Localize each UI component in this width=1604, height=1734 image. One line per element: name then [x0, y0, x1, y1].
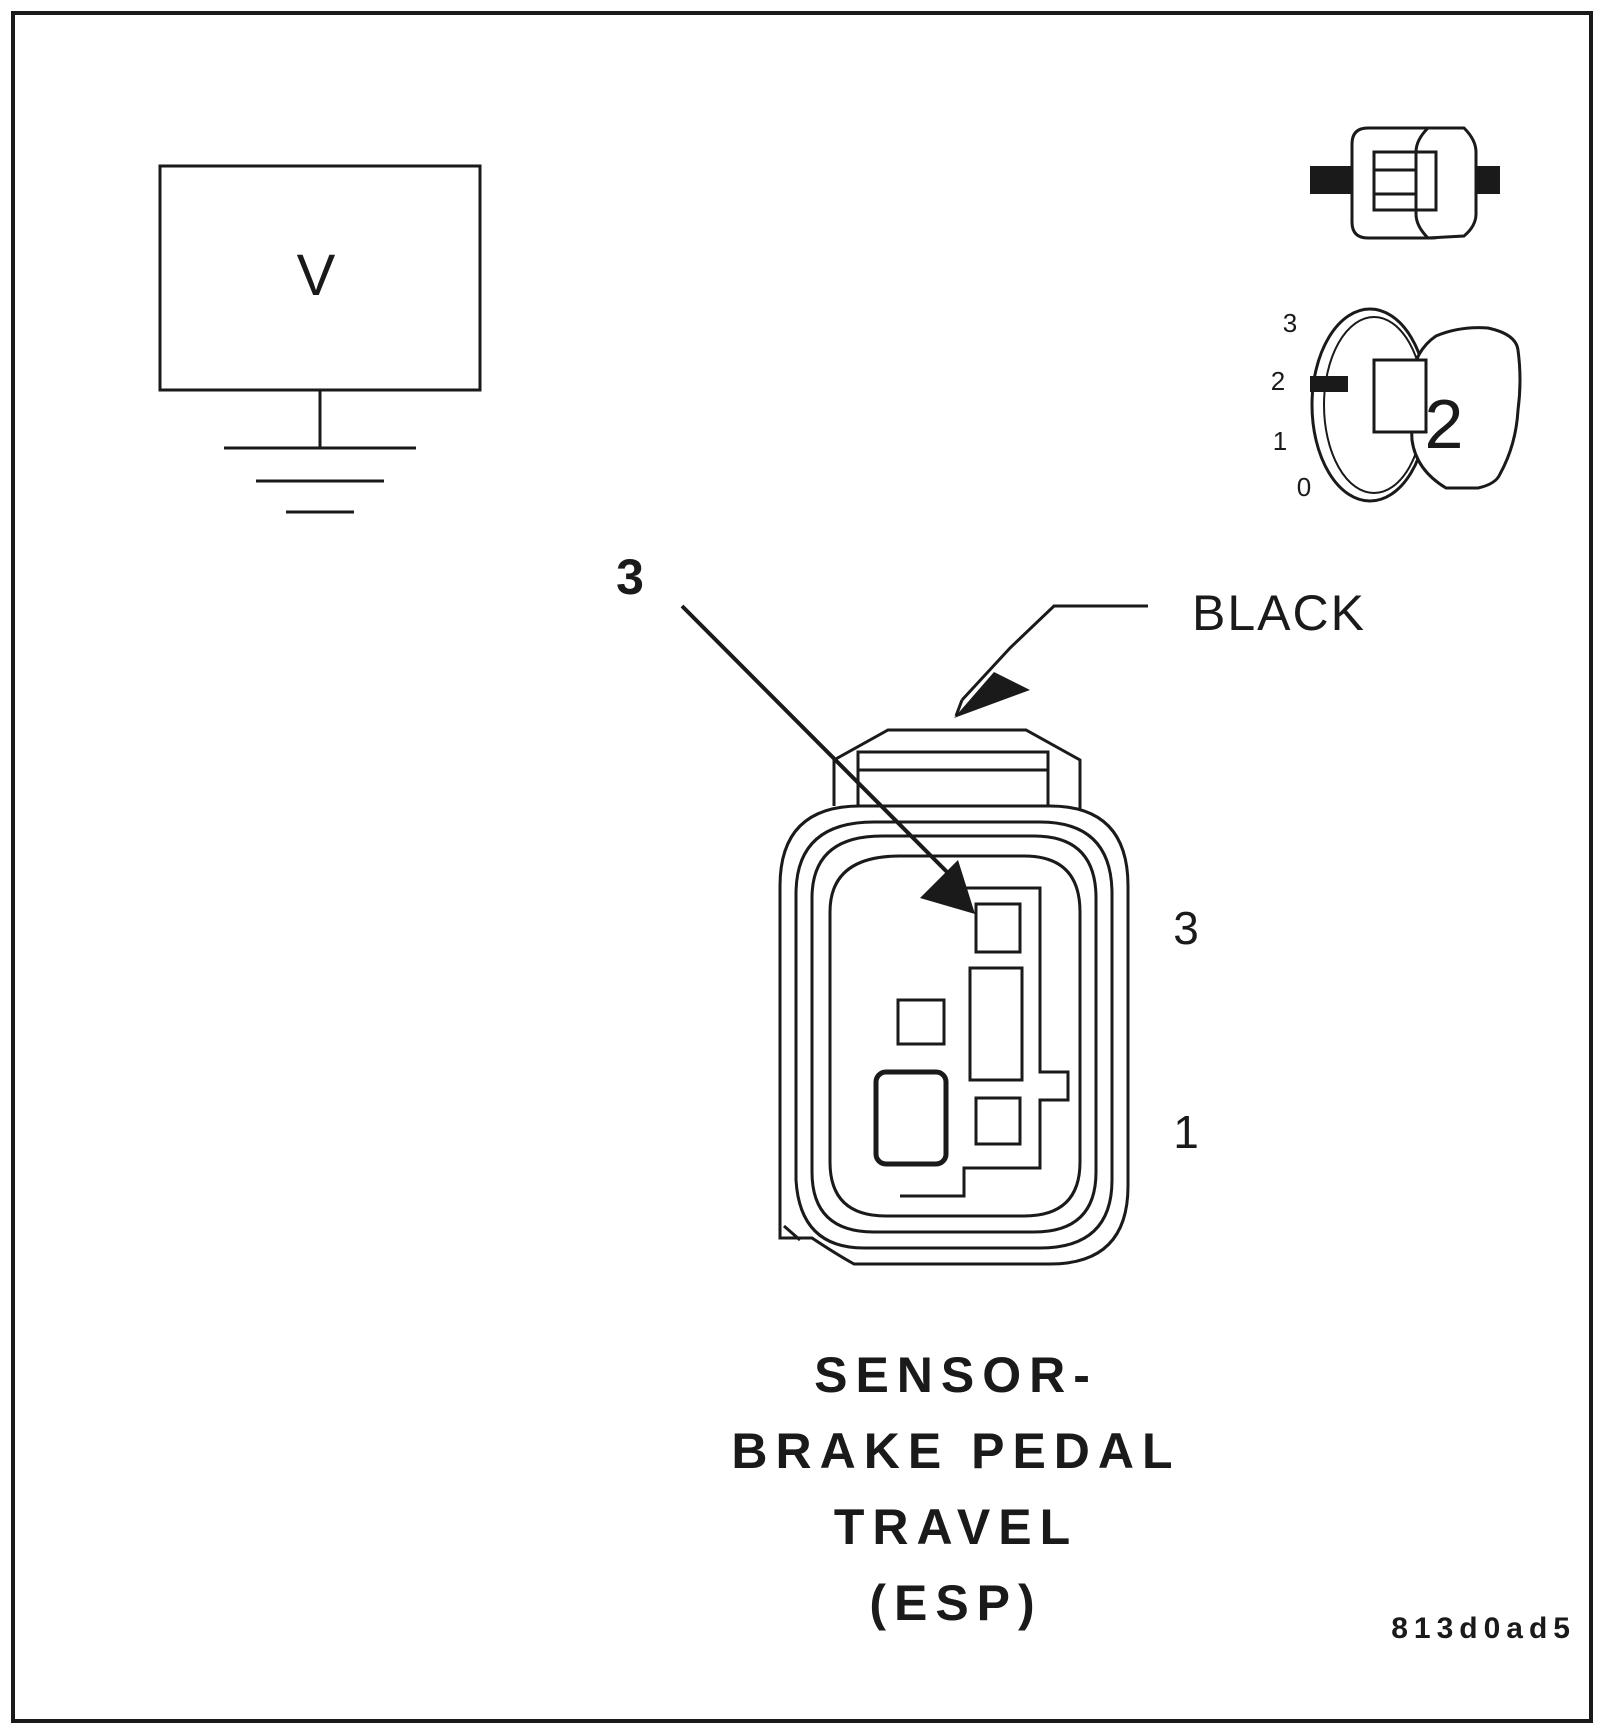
voltmeter-symbol: V — [158, 164, 482, 514]
pin-2-cavity — [896, 998, 946, 1046]
ignition-indicator-mark — [1310, 376, 1348, 392]
connector-caption: SENSOR- BRAKE PEDAL TRAVEL (ESP) — [731, 1347, 1180, 1631]
locating-key — [873, 1069, 949, 1167]
page-frame — [11, 11, 1593, 1723]
ignition-switch-icon: 3 2 1 0 2 — [1271, 307, 1522, 503]
terminal-insert — [900, 886, 1070, 1198]
caption-line-2: BRAKE PEDAL — [731, 1423, 1180, 1479]
pin-3-cavity — [974, 902, 1022, 954]
figure-id: 813d0ad5 — [1391, 1612, 1576, 1645]
ignition-position-2: 2 — [1271, 366, 1285, 396]
ignition-selected-position: 2 — [1425, 385, 1464, 463]
caption-line-3: TRAVEL — [834, 1499, 1078, 1555]
ignition-position-0: 0 — [1297, 472, 1311, 502]
caption-line-4: (ESP) — [869, 1575, 1042, 1631]
ignition-position-1: 1 — [1273, 426, 1287, 456]
connector-seal-ring — [810, 834, 1098, 1234]
pin-callout-arrow — [680, 604, 975, 914]
ignition-position-3: 3 — [1283, 308, 1297, 338]
caption-line-1: SENSOR- — [814, 1347, 1098, 1403]
pin-1-cavity — [974, 1096, 1022, 1146]
disconnected-connector-icon — [1310, 126, 1500, 240]
wire-color-label: BLACK — [1192, 585, 1366, 641]
ground-symbol — [224, 390, 416, 514]
pin-label-3: 3 — [1173, 902, 1199, 954]
pin-label-1: 1 — [1173, 1106, 1199, 1158]
sensor-connector — [778, 728, 1130, 1266]
connector-cavity — [828, 854, 1082, 1218]
connector-outer-shell — [778, 804, 1130, 1266]
ignition-key-icon — [1372, 326, 1522, 490]
voltmeter-label: V — [297, 243, 336, 308]
pin-callout-number: 3 — [616, 549, 644, 605]
wire-color-leader — [954, 604, 1148, 718]
center-terminal — [968, 966, 1024, 1082]
connector-latch — [832, 728, 1082, 810]
